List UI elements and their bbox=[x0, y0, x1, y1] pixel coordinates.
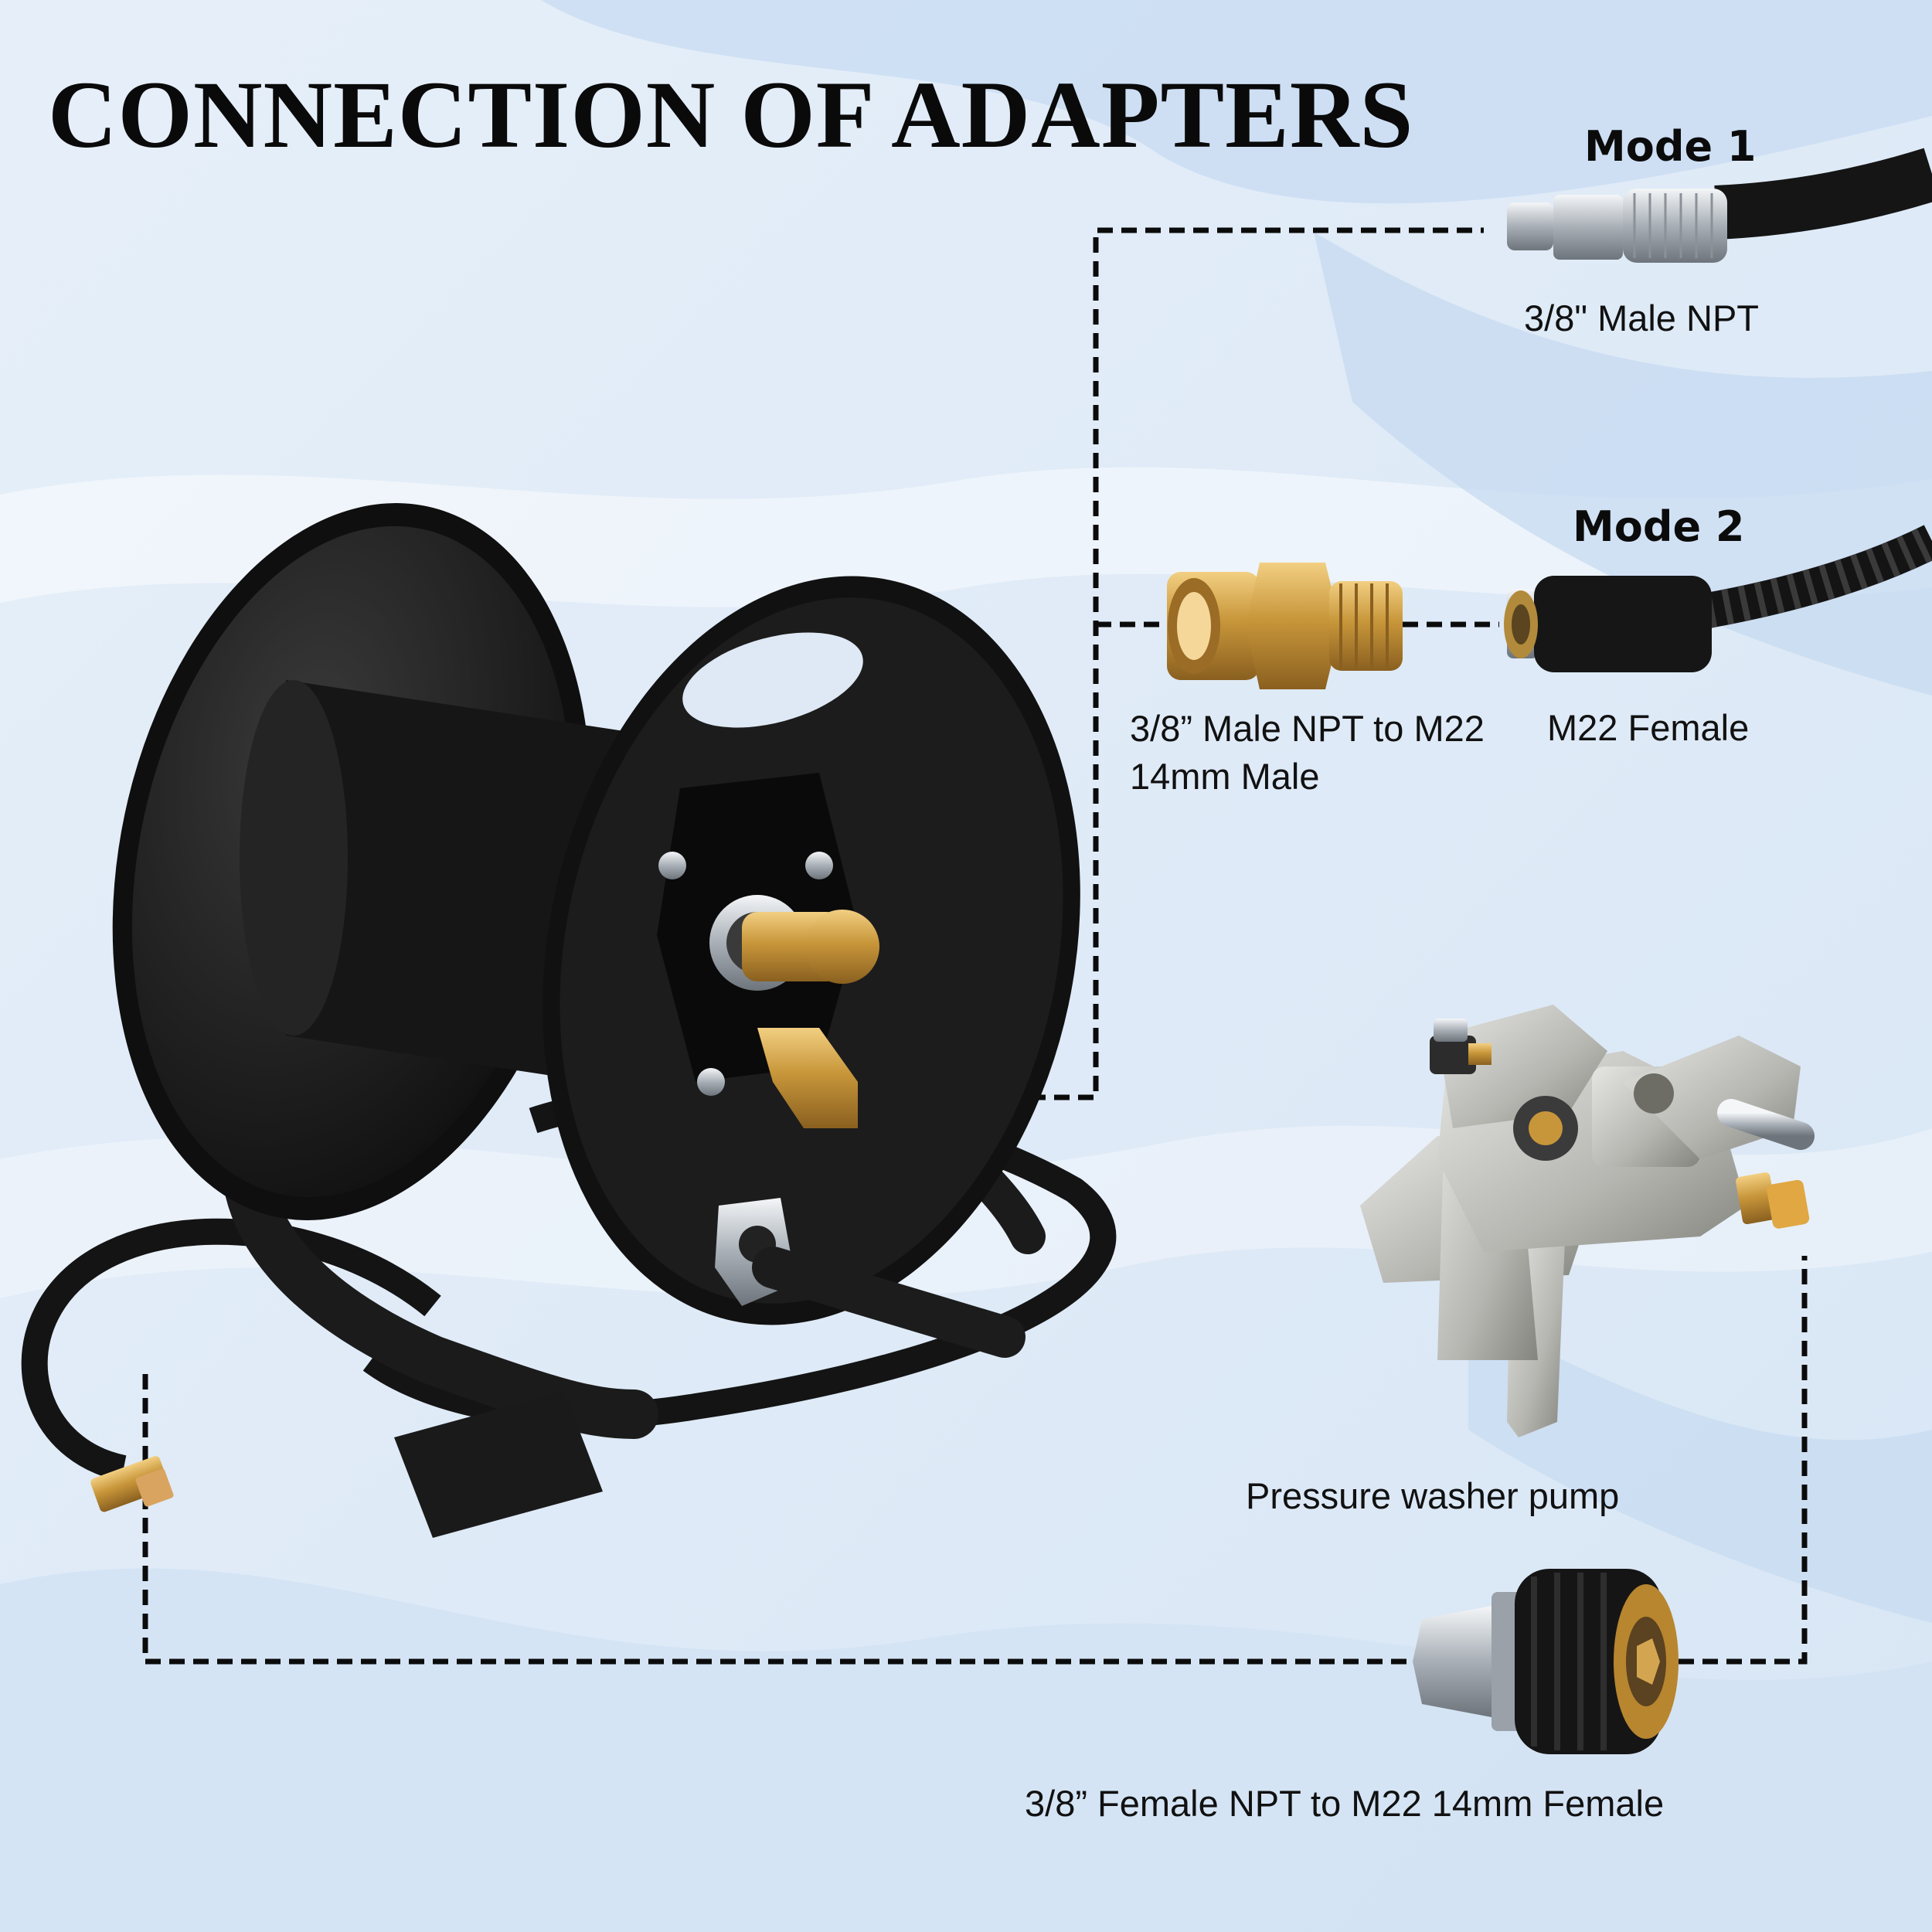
page-title: CONNECTION OF ADAPTERS bbox=[48, 62, 1414, 168]
pressure-washer-pump bbox=[1360, 1005, 1815, 1437]
female-npt-m22-coupler bbox=[1413, 1569, 1679, 1754]
brass-adapter bbox=[1167, 563, 1403, 689]
mode-1-label: Mode 1 bbox=[1584, 122, 1757, 171]
mode-2-label: Mode 2 bbox=[1573, 502, 1745, 551]
m22-female-hose-fitting bbox=[1504, 525, 1932, 672]
label-pressure-washer-pump: Pressure washer pump bbox=[1246, 1475, 1620, 1516]
male-npt-hose-fitting bbox=[1507, 148, 1932, 263]
label-npt-to-m22-male: 3/8” Male NPT to M22 14mm Male bbox=[1130, 708, 1485, 797]
connection-line-bottom bbox=[142, 1374, 1410, 1665]
label-male-npt: 3/8" Male NPT bbox=[1524, 298, 1760, 338]
label-female-npt-to-m22-female: 3/8” Female NPT to M22 14mm Female bbox=[1025, 1783, 1665, 1824]
label-m22-female: M22 Female bbox=[1547, 707, 1750, 748]
connection-line-pump bbox=[1679, 1256, 1808, 1665]
hose-reel-image bbox=[21, 503, 1117, 1538]
